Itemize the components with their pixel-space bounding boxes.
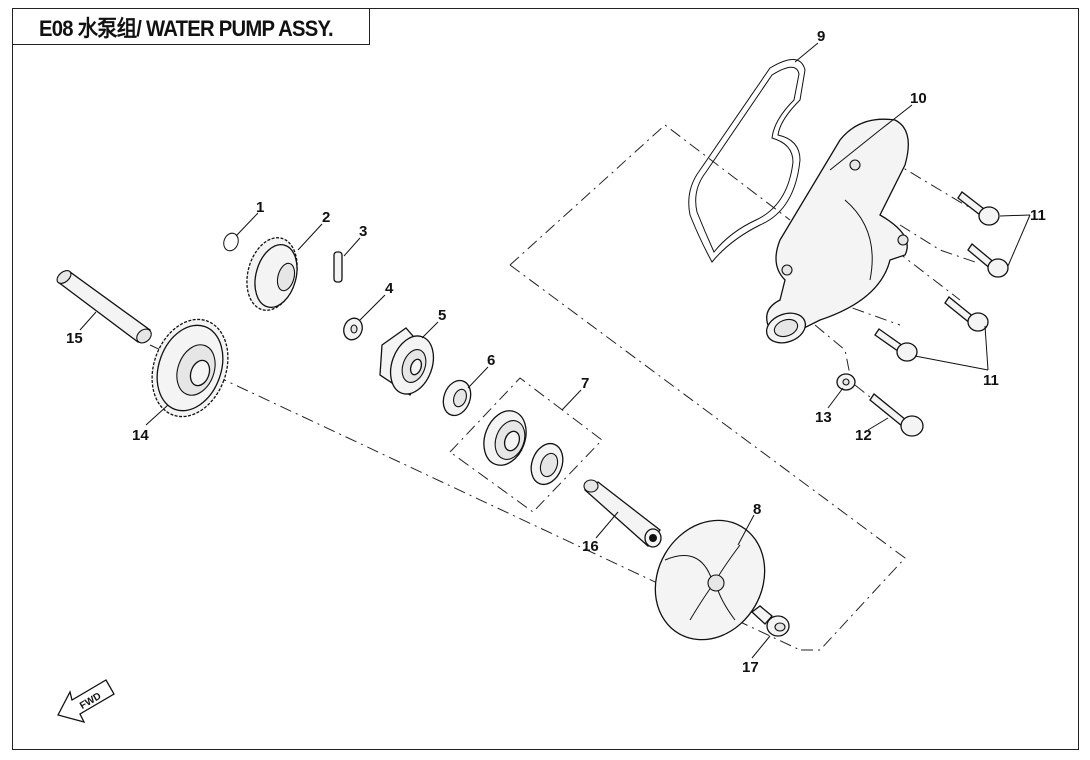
diagram-title: E08 水泵组/ WATER PUMP ASSY. xyxy=(39,15,334,41)
bolt-11-1 xyxy=(957,191,1000,226)
part-10-pump-cover xyxy=(765,118,909,344)
part-12-bolt xyxy=(869,393,924,437)
callout-5: 5 xyxy=(438,307,446,324)
part-15-shaft xyxy=(56,270,152,344)
callout-6: 6 xyxy=(487,352,495,369)
part-13-washer xyxy=(836,373,856,391)
drawing-frame xyxy=(12,8,1079,750)
bolt-11-3 xyxy=(944,296,989,332)
part-2-small-gear xyxy=(246,237,298,311)
part-7-mechanical-seal xyxy=(483,410,564,486)
part-9-gasket xyxy=(688,59,806,263)
callout-2: 2 xyxy=(322,209,330,226)
callout-7: 7 xyxy=(581,375,589,392)
fwd-arrow-icon: FWD xyxy=(57,679,115,724)
bolt-11-4 xyxy=(874,328,918,362)
part-14-large-gear xyxy=(151,318,229,418)
bolt-11-2 xyxy=(967,243,1009,278)
callout-13: 13 xyxy=(815,409,832,426)
leader-lines xyxy=(79,42,1031,659)
callout-16: 16 xyxy=(582,538,599,555)
callout-8: 8 xyxy=(753,501,761,518)
callout-17: 17 xyxy=(742,659,759,676)
callout-9: 9 xyxy=(817,28,825,45)
callout-11-top: 11 xyxy=(1030,207,1046,224)
title-box: E08 水泵组/ WATER PUMP ASSY. xyxy=(12,8,370,45)
seal-assembly-box xyxy=(449,377,603,513)
callout-11-bottom: 11 xyxy=(983,372,999,389)
callout-1: 1 xyxy=(256,199,264,216)
part-5-bearing xyxy=(379,327,435,396)
part-16-pump-shaft xyxy=(583,479,662,548)
callout-14: 14 xyxy=(132,427,149,444)
part-3-pin xyxy=(333,251,343,283)
part-4-washer xyxy=(343,317,363,341)
callout-3: 3 xyxy=(359,223,367,240)
callout-labels: 1 2 3 4 5 6 7 8 9 10 11 11 12 13 14 15 1… xyxy=(66,28,1046,676)
callout-4: 4 xyxy=(385,280,394,297)
callout-15: 15 xyxy=(66,330,83,347)
part-1-circlip xyxy=(223,232,239,252)
part-8-impeller xyxy=(654,519,766,641)
callout-10: 10 xyxy=(910,90,927,107)
part-17-bolt xyxy=(750,605,790,637)
part-11-bolts xyxy=(874,191,1009,362)
part-6-seal-ring xyxy=(442,379,472,417)
callout-12: 12 xyxy=(855,427,872,444)
